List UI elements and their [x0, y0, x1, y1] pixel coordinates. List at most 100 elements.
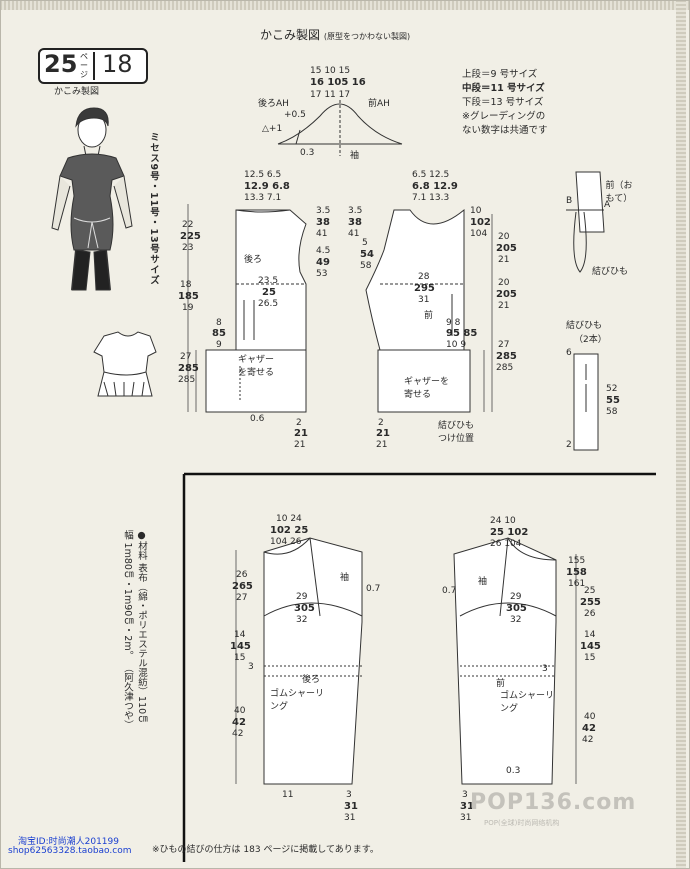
sleeve-cap-nums: 15 10 15	[310, 66, 351, 76]
tie-length-low: 58	[606, 407, 618, 417]
dress-front-waist-mid: 145	[580, 641, 601, 652]
scan-edge-top	[0, 0, 690, 10]
back-shoulder-nums: 12.5 6.5	[244, 170, 282, 180]
back-armhole: 3.5	[316, 206, 331, 216]
front-armhole-low: 41	[348, 229, 360, 239]
front-width: 28	[418, 272, 430, 282]
dress-back-width-low: 32	[296, 615, 308, 625]
front-length-a-low: 21	[498, 255, 510, 265]
back-width-mid: 25	[262, 287, 276, 298]
dress-front-top-mid: 25 102	[490, 527, 529, 538]
size-range-vertical: ミセス9号・11号・13号サイズ	[148, 132, 159, 286]
back-peplum-a-mid: 85	[212, 328, 226, 339]
dress-back-armhole-low: 27	[236, 593, 248, 603]
tie-width: 6	[566, 348, 572, 358]
dress-back-waist-mid: 145	[230, 641, 251, 652]
back-length-b-mid: 185	[178, 291, 199, 302]
dress-front-hem: 3	[462, 790, 468, 800]
front-length-b: 20	[498, 278, 510, 288]
front-side-mid: 54	[360, 249, 374, 260]
dress-front-width-low: 32	[510, 615, 522, 625]
back-peplum-a-low: 9	[216, 340, 222, 350]
shop-id: 淘宝ID:时尚潮人201199	[18, 837, 119, 847]
size-legend: 上段＝9 号サイズ 中段＝11 号サイズ 下段＝13 号サイズ ※グレーディング…	[462, 68, 548, 138]
page-unit: ページ	[80, 52, 88, 79]
front-hem-mid: 21	[376, 428, 390, 439]
front-width-mid: 295	[414, 283, 435, 294]
dress-front-skirt-low: 42	[582, 735, 594, 745]
tie-detail-tie-label: 結びひも	[592, 267, 629, 277]
back-length-a: 22	[182, 220, 194, 230]
dress-back-top: 10 24	[276, 514, 302, 524]
sleeve-label: 袖	[350, 151, 360, 161]
dress-front-shoulder-mid: 158	[566, 567, 587, 578]
dress-back-hem-b: 3	[346, 790, 352, 800]
dress-back-armhole: 26	[236, 570, 248, 580]
back-gather-note: ギャザーを寄せる	[238, 355, 275, 378]
dress-front-shirring: ゴムシャーリング	[500, 691, 555, 714]
dress-back-draft	[235, 537, 363, 785]
tie-strip-draft	[573, 353, 599, 451]
back-side-low: 53	[316, 269, 328, 279]
dress-front-waist-low: 15	[584, 653, 596, 663]
back-label: 後ろ	[244, 255, 263, 265]
dress-front-skirt-mid: 42	[582, 723, 596, 734]
back-hem: 2	[296, 418, 302, 428]
front-length-a-mid: 205	[496, 243, 517, 254]
scan-edge-right	[676, 0, 686, 869]
front-side-low: 58	[360, 261, 372, 271]
back-side-mid: 49	[316, 257, 330, 268]
front-label: 前	[424, 311, 434, 321]
dress-front-shoulder: 155	[568, 556, 586, 566]
sleeve-plus1: △+1	[262, 124, 283, 134]
front-bodice-draft	[365, 208, 493, 413]
badge-caption: かこみ製図	[54, 87, 100, 97]
front-shoulder-nums: 6.5 12.5	[412, 170, 450, 180]
back-armhole-mid: 38	[316, 217, 330, 228]
front-neck: 10	[470, 206, 482, 216]
tie-detail-point-a: A	[604, 200, 611, 210]
tie-attachment-detail	[566, 171, 605, 273]
front-gather-note: ギャザーを寄せる	[404, 377, 450, 400]
tie-length-mid: 55	[606, 395, 620, 406]
tie-length: 52	[606, 384, 618, 394]
front-length-b-low: 21	[498, 301, 510, 311]
dress-front-draft	[453, 537, 577, 785]
dress-front-label: 前	[496, 679, 506, 689]
dress-front-length: 25	[584, 586, 596, 596]
dress-front-07: 0.7	[442, 586, 457, 596]
dress-back-label: 後ろ	[302, 675, 321, 685]
sleeve-cap-nums-low: 17 11 17	[310, 90, 351, 100]
dress-front-width-mid: 305	[506, 603, 527, 614]
front-side: 5	[362, 238, 368, 248]
back-bodice-draft	[187, 204, 307, 413]
dress-front-hem-mid: 31	[460, 801, 474, 812]
back-hem-mid: 21	[294, 428, 308, 439]
sleeve-cap-nums-mid: 16 105 16	[310, 77, 366, 88]
front-waist-mid: 95 85	[446, 328, 478, 339]
flat-sketch	[93, 331, 157, 397]
front-length-b-mid: 205	[496, 289, 517, 300]
tie-label: 結びひも	[566, 321, 603, 331]
dress-back-width-mid: 305	[294, 603, 315, 614]
tie-end: 2	[566, 440, 572, 450]
dress-front-shoulder-low: 161	[568, 579, 586, 589]
dress-back-armhole-mid: 265	[232, 581, 253, 592]
dress-back-top-low: 104 26	[270, 537, 302, 547]
size-legend-line: 下段＝13 号サイズ	[462, 97, 544, 108]
dress-back-skirt: 40	[234, 706, 246, 716]
dress-front-width: 29	[510, 592, 522, 602]
front-length-a: 20	[498, 232, 510, 242]
dress-back-hem: 11	[282, 790, 294, 800]
sleeve-front-ah: 前AH	[368, 99, 390, 109]
front-tie-position: 結びひもつけ位置	[438, 421, 475, 444]
front-width-low: 31	[418, 295, 430, 305]
front-shoulder-nums-mid: 6.8 12.9	[412, 181, 458, 192]
dress-front-3: 3	[542, 664, 548, 674]
sleeve-plus05: +0.5	[284, 110, 306, 120]
dress-front-waist: 14	[584, 630, 596, 640]
dress-front-length-mid: 255	[580, 597, 601, 608]
back-width-low: 26.5	[258, 299, 279, 309]
back-06: 0.6	[250, 414, 265, 424]
